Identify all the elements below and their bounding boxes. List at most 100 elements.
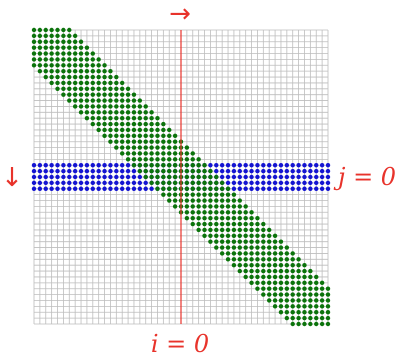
diagonal-band-point xyxy=(208,221,213,227)
diagonal-band-point xyxy=(49,51,54,56)
horizontal-band-point xyxy=(231,163,237,168)
diagonal-band-point xyxy=(319,298,325,303)
diagonal-band-point xyxy=(108,133,113,139)
diagonal-band-point xyxy=(272,251,278,256)
horizontal-band-point xyxy=(278,168,284,174)
diagonal-band-point xyxy=(325,321,331,327)
diagonal-band-point xyxy=(249,263,254,268)
diagonal-band-point xyxy=(161,180,166,186)
diagonal-band-point xyxy=(120,86,125,92)
diagonal-band-point xyxy=(214,192,219,197)
diagonal-band-point xyxy=(90,104,96,109)
diagonal-band-point xyxy=(149,139,154,144)
diagonal-band-point xyxy=(208,233,213,238)
diagonal-band-point xyxy=(167,198,172,203)
diagonal-band-point xyxy=(78,98,84,103)
diagonal-band-point xyxy=(67,45,72,50)
diagonal-band-point xyxy=(90,116,96,121)
diagonal-band-point xyxy=(125,121,131,127)
diagonal-band-point xyxy=(120,80,125,86)
diagonal-band-point xyxy=(196,168,201,174)
diagonal-band-point xyxy=(302,274,307,280)
diagonal-band-point xyxy=(296,286,301,291)
diagonal-band-point xyxy=(225,251,231,256)
horizontal-band-point xyxy=(325,163,331,168)
horizontal-band-point xyxy=(296,180,301,186)
diagonal-band-point xyxy=(314,304,319,309)
diagonal-band-point xyxy=(190,198,195,203)
diagonal-band-point xyxy=(84,63,90,68)
diagonal-band-point xyxy=(278,298,284,303)
diagonal-band-point xyxy=(84,57,90,62)
diagonal-band-point xyxy=(290,274,295,280)
horizontal-band-point xyxy=(102,163,107,168)
horizontal-band-point xyxy=(278,163,284,168)
horizontal-band-point xyxy=(290,180,295,186)
diagonal-band-point xyxy=(90,98,96,103)
diagonal-band-point xyxy=(219,245,225,250)
horizontal-band-point xyxy=(120,180,125,186)
diagonal-band-point xyxy=(78,68,84,74)
diagonal-band-point xyxy=(290,286,295,291)
diagonal-band-point xyxy=(131,133,137,139)
horizontal-band-point xyxy=(302,186,307,191)
diagonal-band-point xyxy=(108,121,113,127)
diagonal-band-point xyxy=(31,27,37,33)
diagonal-band-point xyxy=(143,116,148,121)
diagonal-band-point xyxy=(131,121,137,127)
diagonal-band-point xyxy=(196,227,201,233)
diagonal-band-point xyxy=(243,245,248,250)
diagonal-band-point xyxy=(314,298,319,303)
horizontal-band-point xyxy=(290,186,295,191)
horizontal-band-point xyxy=(219,168,225,174)
diagonal-band-point xyxy=(84,98,90,103)
horizontal-band-point xyxy=(108,168,113,174)
horizontal-band-point xyxy=(325,186,331,191)
horizontal-band-point xyxy=(143,186,148,191)
diagonal-band-point xyxy=(31,33,37,39)
horizontal-band-point xyxy=(319,174,325,180)
diagonal-band-point xyxy=(296,280,301,286)
horizontal-band-point xyxy=(267,180,272,186)
diagonal-band-point xyxy=(278,268,284,274)
horizontal-band-point xyxy=(243,174,248,180)
diagonal-band-point xyxy=(267,245,272,250)
diagonal-band-point xyxy=(214,233,219,238)
diagonal-band-point xyxy=(237,210,242,215)
diagonal-band-point xyxy=(96,57,101,62)
horizontal-band-point xyxy=(125,174,131,180)
diagonal-band-point xyxy=(155,180,160,186)
diagonal-band-point xyxy=(272,233,278,238)
horizontal-band-point xyxy=(272,180,278,186)
horizontal-band-point xyxy=(131,174,137,180)
diagonal-band-point xyxy=(308,298,313,303)
diagonal-band-point xyxy=(37,39,43,44)
horizontal-band-point xyxy=(272,186,278,191)
diagonal-band-point xyxy=(90,57,96,62)
diagonal-band-point xyxy=(72,63,78,68)
diagonal-band-point xyxy=(272,274,278,280)
diagonal-band-point xyxy=(102,133,107,139)
diagonal-band-point xyxy=(78,57,84,62)
horizontal-band-point xyxy=(67,168,72,174)
diagonal-band-point xyxy=(190,186,195,191)
diagonal-band-point xyxy=(131,151,137,156)
diagonal-band-point xyxy=(284,245,290,250)
diagonal-band-point xyxy=(255,274,260,280)
diagonal-band-point xyxy=(214,210,219,215)
diagonal-band-point xyxy=(49,63,54,68)
diagonal-band-point xyxy=(255,286,260,291)
diagonal-band-point xyxy=(290,304,295,309)
diagonal-band-point xyxy=(55,39,60,44)
diagonal-band-point xyxy=(296,310,301,315)
horizontal-band-point xyxy=(125,180,131,186)
diagonal-band-point xyxy=(261,280,266,286)
horizontal-band-point xyxy=(43,168,48,174)
diagonal-band-point xyxy=(102,74,107,80)
diagonal-band-point xyxy=(284,298,290,303)
diagonal-band-point xyxy=(237,257,242,262)
diagonal-band-point xyxy=(243,239,248,244)
diagonal-band-point xyxy=(308,286,313,291)
diagonal-band-point xyxy=(72,98,78,103)
diagonal-band-point xyxy=(208,227,213,233)
